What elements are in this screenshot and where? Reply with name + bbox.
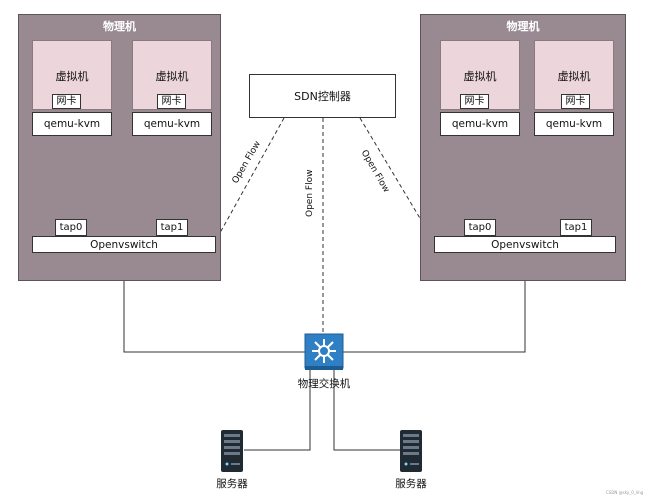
- vm-label: 虚拟机: [155, 70, 189, 83]
- tap-interface: tap1: [156, 219, 188, 236]
- qemu-kvm-box: qemu-kvm: [32, 112, 112, 136]
- server-label: 服务器: [216, 478, 248, 490]
- link-ovs-left-to-switch: [123, 252, 306, 353]
- openflow-line-right: [359, 117, 434, 241]
- vm-label: 虚拟机: [557, 70, 591, 83]
- physical-host-title: 物理机: [103, 20, 136, 33]
- nic-box: 网卡: [157, 94, 186, 109]
- vm-box: 虚拟机: [534, 40, 614, 110]
- physical-host-title: 物理机: [506, 20, 540, 33]
- qemu-kvm-box: qemu-kvm: [132, 112, 212, 136]
- nic-box: 网卡: [460, 94, 489, 109]
- openvswitch-bar: Openvswitch: [434, 236, 616, 253]
- tap-interface: tap1: [560, 219, 592, 236]
- server-icon: [400, 430, 422, 472]
- physical-switch-label: 物理交换机: [297, 378, 351, 390]
- vm-label: 虚拟机: [55, 70, 89, 83]
- link-ovs-right-to-switch: [342, 252, 526, 353]
- tap-interface: tap0: [55, 219, 87, 236]
- openflow-line-left: [215, 117, 285, 241]
- vm-label: 虚拟机: [463, 70, 497, 83]
- qemu-kvm-box: qemu-kvm: [534, 112, 614, 136]
- nic-box: 网卡: [561, 94, 590, 109]
- server-label: 服务器: [395, 478, 427, 490]
- qemu-kvm-box: qemu-kvm: [440, 112, 520, 136]
- openflow-label-mid: Open Flow: [305, 169, 315, 217]
- sdn-controller-box: SDN控制器: [249, 74, 396, 118]
- link-switch-to-server-right: [333, 370, 400, 451]
- server-icon: [221, 430, 243, 472]
- link-switch-to-server-left: [244, 370, 311, 451]
- openvswitch-bar: Openvswitch: [32, 236, 216, 253]
- switch-icon: [304, 333, 344, 371]
- nic-box: 网卡: [52, 94, 81, 109]
- watermark: CSDN @sky_0_ling: [606, 490, 644, 495]
- tap-interface: tap0: [464, 219, 496, 236]
